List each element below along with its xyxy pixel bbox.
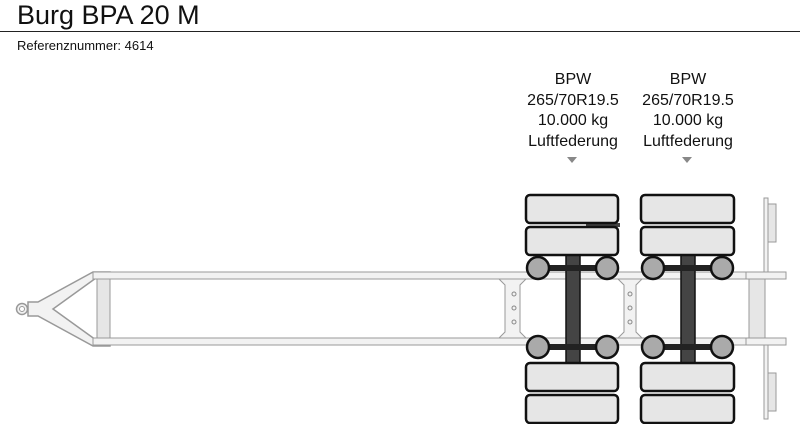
axle-1-marker-icon	[567, 157, 577, 163]
tire-icon	[639, 193, 736, 225]
axle-2-marker-icon	[682, 157, 692, 163]
chassis-frame	[92, 271, 766, 346]
hub-icon	[525, 334, 551, 360]
axle-1-suspension: Luftfederung	[528, 132, 618, 150]
hub-icon	[709, 334, 735, 360]
axle-2-brand: BPW	[669, 71, 707, 88]
axle-2-tire-size: 265/70R19.5	[642, 91, 734, 109]
hub-icon	[640, 334, 666, 360]
tire-icon	[524, 225, 620, 257]
axle-2-load: 10.000 kg	[652, 112, 724, 129]
axle-1	[524, 193, 620, 424]
axle-2	[639, 193, 736, 424]
axle-1-label: BPW 265/70R19.5 10.000 kg Luftfederung	[508, 70, 638, 152]
drawbar	[15, 271, 111, 347]
axle-1-brand: BPW	[554, 71, 592, 88]
hub-icon	[594, 255, 620, 281]
title-divider	[0, 31, 800, 32]
axle-2-label: BPW 265/70R19.5 10.000 kg Luftfederung	[623, 70, 753, 152]
hub-icon	[640, 255, 666, 281]
hub-icon	[709, 255, 735, 281]
tire-icon	[524, 193, 620, 225]
tire-icon	[639, 393, 736, 424]
axle-1-tire-size: 265/70R19.5	[527, 91, 619, 109]
tire-icon	[639, 361, 736, 393]
hub-icon	[594, 334, 620, 360]
axle-2-suspension: Luftfederung	[643, 132, 733, 150]
hub-icon	[525, 255, 551, 281]
axle-1-load: 10.000 kg	[537, 112, 609, 129]
tire-icon	[639, 225, 736, 257]
rear-bumper	[745, 197, 787, 420]
tire-icon	[524, 393, 620, 424]
tire-icon	[524, 361, 620, 393]
page-title: Burg BPA 20 M	[17, 0, 200, 30]
reference-number: Referenznummer: 4614	[17, 38, 154, 53]
